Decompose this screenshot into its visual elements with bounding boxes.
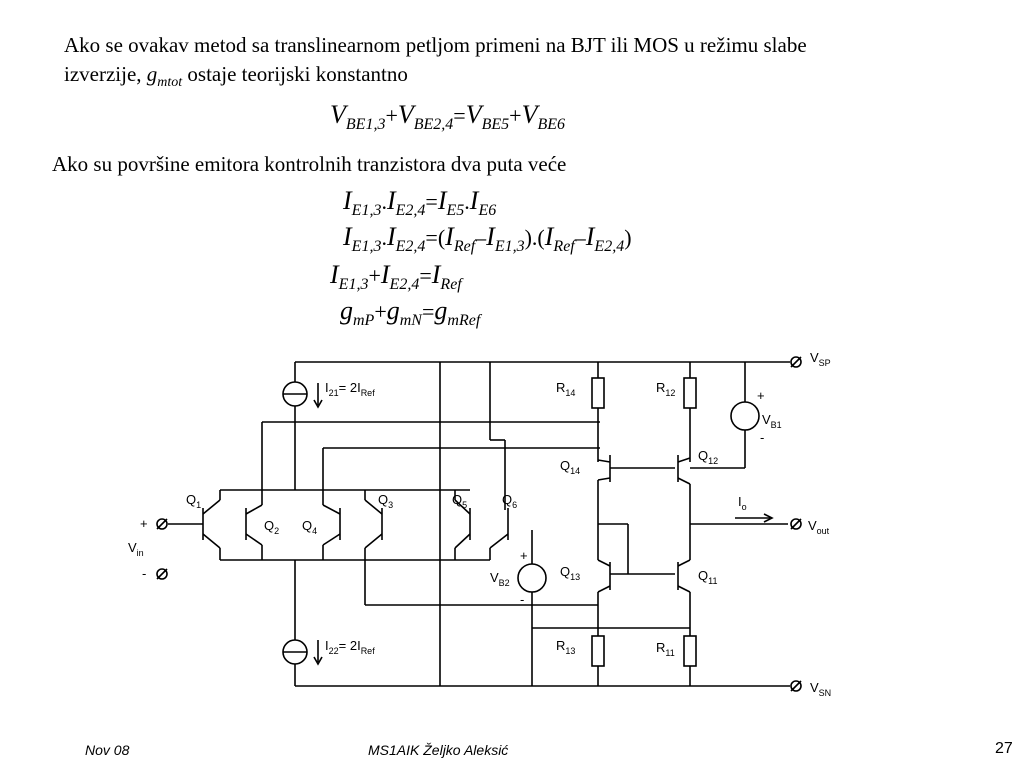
voltage-source-vb1 — [690, 362, 760, 469]
vin-minus-label: - — [142, 566, 146, 581]
vsn-label: VSN — [810, 680, 831, 698]
vin-plus-label: + — [140, 516, 148, 531]
vsp-terminal — [790, 356, 802, 368]
paragraph-2: Ako su površine emitora kontrolnih tranz… — [52, 152, 567, 176]
transistor-q2 — [245, 504, 263, 560]
paragraph-line-2-start: izverzije, — [64, 62, 142, 86]
q1-label: Q1 — [186, 492, 201, 510]
q2-label: Q2 — [264, 518, 279, 536]
q14-label: Q14 — [560, 458, 580, 476]
vsn-terminal — [790, 680, 802, 692]
vin-plus-terminal — [156, 518, 168, 530]
r12-label: R12 — [656, 380, 675, 398]
i21-label: I21= 2IRef — [325, 380, 375, 398]
transistor-q6 — [470, 440, 509, 561]
resistor-r11 — [683, 635, 697, 667]
transistor-q12 — [677, 455, 691, 560]
current-source-i22 — [282, 639, 308, 665]
resistor-r14 — [591, 377, 605, 409]
vb2-minus: - — [520, 592, 524, 607]
current-source-i21 — [282, 381, 308, 407]
transistor-q11 — [677, 559, 691, 593]
resistor-r13 — [591, 635, 605, 667]
equation-gm: gmP+gmN=gmRef — [340, 296, 481, 329]
vb2-label: VB2 — [490, 570, 510, 588]
r13-label: R13 — [556, 638, 575, 656]
q4-label: Q4 — [302, 518, 317, 536]
q3-label: Q3 — [378, 492, 393, 510]
i22-label: I22= 2IRef — [325, 638, 375, 656]
q6-label: Q6 — [502, 492, 517, 510]
equation-vbe: VBE1,3+VBE2,4=VBE5+VBE6 — [330, 100, 566, 133]
gm-symbol: gmtot — [146, 62, 183, 91]
vout-terminal — [790, 518, 802, 530]
paragraph-line-2-end: ostaje teorijski konstantno — [187, 62, 408, 86]
vsp-label: VSP — [810, 350, 831, 368]
transistor-q3 — [364, 490, 598, 606]
page-number: 27 — [995, 740, 1013, 757]
vb1-minus: - — [760, 430, 764, 445]
paragraph-line-2: izverzije, gmtot ostaje teorijski konsta… — [64, 62, 408, 95]
footer-author: MS1AIK Željko Aleksić — [368, 742, 509, 758]
transistor-q1 — [168, 490, 221, 560]
transistor-q14 — [597, 455, 675, 560]
voltage-source-vb2 — [517, 530, 547, 686]
transistor-q4 — [322, 504, 341, 560]
equation-product: IE1,3.IE2,4=IE5.IE6 — [343, 186, 497, 219]
q13-label: Q13 — [560, 564, 580, 582]
r11-label: R11 — [656, 640, 675, 658]
vin-label: Vin — [128, 540, 144, 558]
vb1-plus: + — [757, 388, 765, 403]
footer-date: Nov 08 — [85, 742, 130, 758]
q5-label: Q5 — [452, 492, 467, 510]
resistor-r12 — [683, 377, 697, 409]
transistor-q5 — [454, 490, 471, 560]
io-label: Io — [738, 494, 747, 512]
vout-label: Vout — [808, 518, 830, 536]
vb2-plus: + — [520, 548, 528, 563]
equation-sum: IE1,3+IE2,4=IRef — [330, 260, 462, 293]
q12-label: Q12 — [698, 448, 718, 466]
paragraph-line-1: Ako se ovakav metod sa translinearnom pe… — [64, 33, 807, 57]
equation-expanded: IE1,3.IE2,4=(IRef–IE1,3).(IRef–IE2,4) — [343, 222, 632, 255]
q11-label: Q11 — [698, 568, 717, 586]
vb1-label: VB1 — [762, 412, 782, 430]
r14-label: R14 — [556, 380, 575, 398]
transistor-q13 — [597, 559, 675, 593]
vin-minus-terminal — [156, 568, 168, 580]
